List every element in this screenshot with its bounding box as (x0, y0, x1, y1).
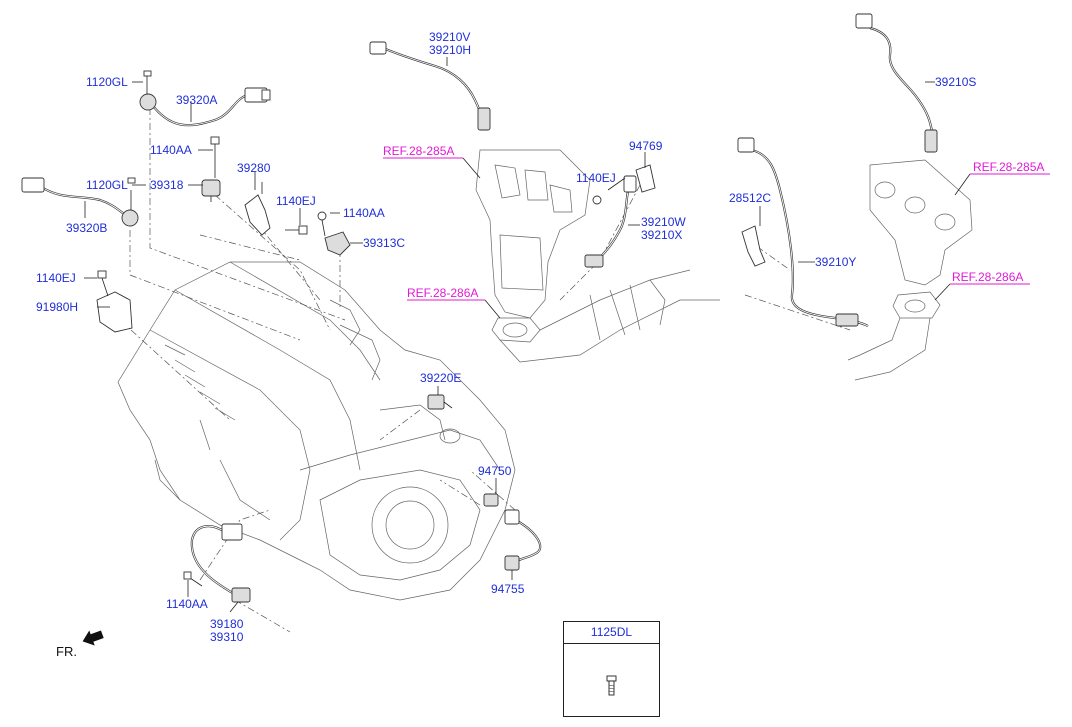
label-39310: 39310 (210, 630, 244, 644)
bolt-icon (606, 675, 617, 696)
ref-28-285a-right: REF.28-285A (973, 160, 1044, 174)
sensor-39220e (427, 394, 453, 410)
bracket-28512c (741, 225, 766, 267)
sensor-39318 (201, 136, 221, 202)
front-marker-label: FR. (56, 644, 77, 659)
label-39220e: 39220E (420, 371, 461, 385)
label-1140aa-bot: 1140AA (166, 597, 208, 611)
o2-sensor-39210s (855, 13, 938, 153)
legend-part-number: 1125DL (564, 622, 659, 644)
o2-sensor-39210w (584, 175, 637, 268)
exhaust-manifold-left-illustration (475, 149, 720, 363)
label-1140ej-right: 1140EJ (576, 171, 616, 185)
leader-lines (119, 108, 851, 633)
label-39210v: 39210V (429, 30, 470, 44)
sensor-39313c (317, 211, 351, 256)
legend-box: 1125DL (563, 621, 660, 717)
bracket-39280 (244, 182, 308, 236)
label-39210y: 39210Y (815, 255, 856, 269)
label-39320b: 39320B (66, 221, 107, 235)
engine-block-illustration (117, 261, 516, 601)
exhaust-manifold-right-illustration (847, 159, 973, 381)
o2-sensor-39210y (737, 137, 869, 327)
label-28512c: 28512C (729, 191, 771, 205)
label-39210s: 39210S (935, 75, 976, 89)
label-leaders (84, 57, 935, 613)
label-91980h: 91980H (36, 300, 78, 314)
reference-pointers (383, 157, 1050, 319)
label-39313c: 39313C (363, 236, 405, 250)
label-1140aa-top: 1140AA (150, 143, 192, 157)
ref-28-285a-left: REF.28-285A (383, 144, 454, 158)
ref-28-286a-left: REF.28-286A (407, 286, 478, 300)
ref-28-286a-right: REF.28-286A (952, 270, 1023, 284)
label-1140aa-mid: 1140AA (343, 206, 385, 220)
label-94755: 94755 (491, 582, 525, 596)
bracket-94769 (592, 164, 656, 205)
shield-91980h (96, 270, 133, 333)
label-1140ej-mid: 1140EJ (276, 194, 316, 208)
label-39320a: 39320A (176, 93, 217, 107)
label-1120gl-mid: 1120GL (86, 178, 128, 192)
label-1120gl-top: 1120GL (86, 75, 128, 89)
label-39180: 39180 (210, 617, 244, 631)
label-1140ej-left: 1140EJ (36, 271, 76, 285)
crank-sensor-39180 (183, 523, 251, 603)
knock-sensor-39320b (21, 177, 139, 227)
knock-sensor-39320a (139, 70, 271, 127)
o2-sensor-39210v (369, 41, 491, 131)
label-94769: 94769 (629, 139, 663, 153)
sensor-94755 (504, 509, 542, 571)
label-94750: 94750 (478, 464, 512, 478)
label-39318: 39318 (150, 178, 184, 192)
label-39280: 39280 (237, 161, 271, 175)
label-39210w: 39210W (641, 215, 686, 229)
label-39210x: 39210X (641, 228, 682, 242)
front-direction-icon (82, 630, 104, 646)
sensor-94750 (483, 493, 499, 507)
label-39210h: 39210H (429, 43, 471, 57)
